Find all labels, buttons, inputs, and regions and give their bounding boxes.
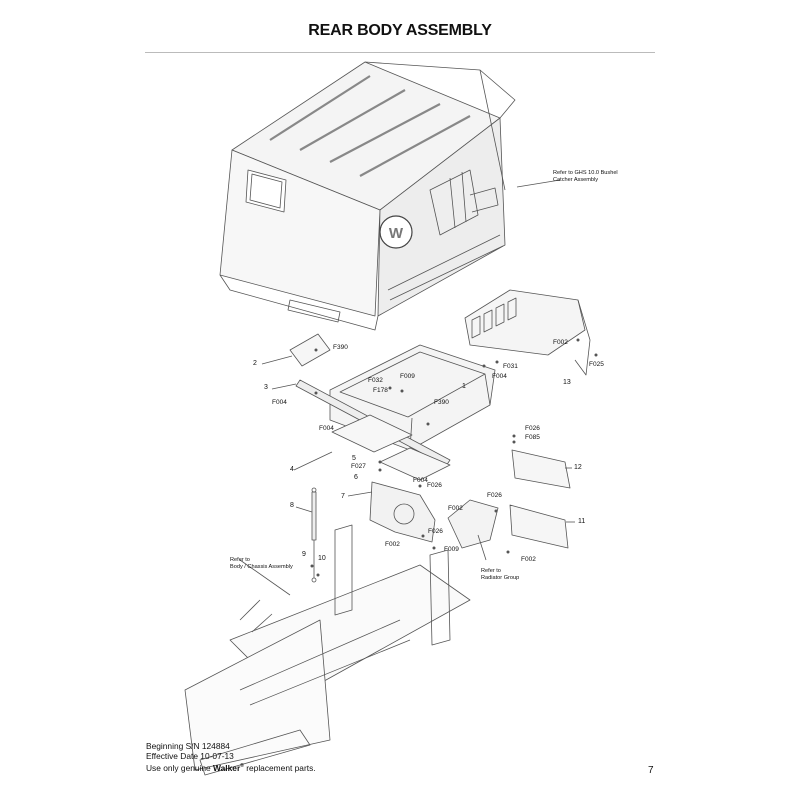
- callout-2: 2: [253, 360, 257, 367]
- callout-1: 1: [462, 383, 466, 390]
- logo-text: W: [389, 225, 404, 242]
- callout-f009-b: F009: [444, 546, 459, 553]
- gas-strut-8: [311, 487, 317, 583]
- ghs-catcher-reference: Refer to GHS 10.0 Bushel Catcher Assembl…: [553, 170, 618, 183]
- walker-logo-icon: W: [379, 215, 413, 249]
- page-title: REAR BODY ASSEMBLY: [308, 22, 492, 39]
- callout-5: 5: [352, 455, 356, 462]
- hardware-dots: [310, 338, 598, 577]
- callout-f002-a: F002: [553, 339, 568, 346]
- radiator-ref-leader: [477, 534, 487, 561]
- catcher-latch-bracket: [429, 169, 499, 236]
- rear-side-panel: [464, 289, 591, 376]
- callout-f027: F027: [351, 463, 366, 470]
- callout-f026-a: F026: [525, 425, 540, 432]
- radiator-reference: Refer to Radiator Group: [481, 568, 520, 581]
- callout-4: 4: [290, 466, 294, 473]
- page-number: 7: [648, 765, 654, 776]
- genuine-parts-notice: Use only genuine Walker® replacement par…: [146, 763, 316, 774]
- serial-number: Beginning S/N 124884: [146, 741, 230, 751]
- callout-3: 3: [264, 384, 268, 391]
- callout-f026-c: F026: [487, 492, 502, 499]
- effective-date: Effective Date 10-07-13: [146, 751, 234, 762]
- callout-13: 13: [563, 379, 571, 386]
- leader-7: [347, 491, 373, 497]
- callout-f026-d: F026: [428, 528, 443, 535]
- callout-f002-d: F002: [521, 556, 536, 563]
- callout-8: 8: [290, 502, 294, 509]
- brand-name: Walker®: [213, 763, 244, 774]
- callout-f025: F025: [589, 361, 604, 368]
- title-rule: [145, 52, 655, 53]
- callout-f085: F085: [525, 434, 540, 441]
- chassis-reference: Refer to Body / Chassis Assembly: [230, 557, 293, 570]
- callout-12: 12: [574, 464, 582, 471]
- leader-8: [295, 506, 313, 513]
- leader-4: [293, 451, 333, 471]
- chassis-ref-leader: [239, 559, 291, 596]
- plate-5: [379, 447, 451, 481]
- callout-9: 9: [302, 551, 306, 558]
- bracket-11: [509, 504, 569, 549]
- radiator-duct: [447, 499, 499, 549]
- bracket-12: [511, 449, 571, 489]
- callout-f004-c: F004: [319, 425, 334, 432]
- leader-3: [271, 383, 297, 390]
- callout-f002-b: F002: [448, 505, 463, 512]
- callout-f390-a: F390: [333, 344, 348, 351]
- bracket-2: [289, 333, 331, 367]
- callout-f004-d: F004: [413, 477, 428, 484]
- callout-f390-b: F390: [434, 399, 449, 406]
- callout-10: 10: [318, 555, 326, 562]
- callout-7: 7: [341, 493, 345, 500]
- plate-4: [331, 414, 413, 453]
- callout-11: 11: [578, 518, 586, 525]
- callout-f026-b: F026: [427, 482, 442, 489]
- callout-f009-a: F009: [400, 373, 415, 380]
- callout-6: 6: [354, 474, 358, 481]
- leader-2: [261, 355, 293, 365]
- footer-notes: Beginning S/N 124884 Effective Date 10-0…: [146, 741, 316, 773]
- callout-f032: F032: [368, 377, 383, 384]
- shroud-7: [369, 481, 436, 543]
- callout-f004-a: F004: [272, 399, 287, 406]
- callout-f002-c: F002: [385, 541, 400, 548]
- chassis-frame: [184, 524, 471, 776]
- callout-f004-b: F004: [492, 373, 507, 380]
- ghs-ref-leader: [516, 179, 561, 188]
- callout-f031: F031: [503, 363, 518, 370]
- callout-f178: F178: [373, 387, 388, 394]
